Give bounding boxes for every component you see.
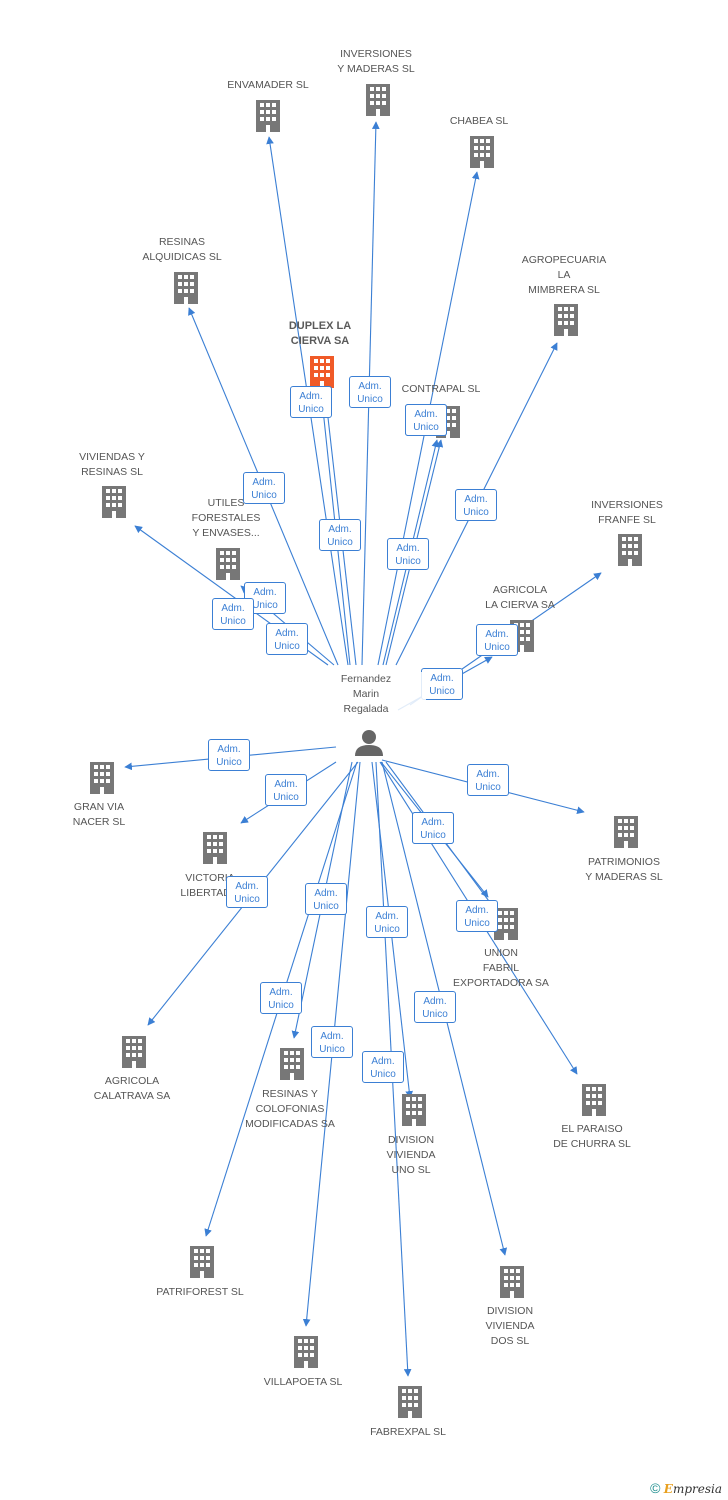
- company-label-agricola-cierva[interactable]: AGRICOLA LA CIERVA SA: [485, 584, 555, 611]
- building-icon[interactable]: [402, 1094, 426, 1126]
- building-icon[interactable]: [280, 1048, 304, 1080]
- edge-role-badge[interactable]: Adm. Unico: [212, 598, 254, 630]
- edge-role-badge[interactable]: Adm. Unico: [362, 1051, 404, 1083]
- edge-role-badge[interactable]: Adm. Unico: [319, 519, 361, 551]
- edge-role-badge[interactable]: Adm. Unico: [387, 538, 429, 570]
- edge-role-badge[interactable]: Adm. Unico: [414, 991, 456, 1023]
- edge-role-badge[interactable]: Adm. Unico: [311, 1026, 353, 1058]
- edge-role-badge[interactable]: Adm. Unico: [266, 623, 308, 655]
- company-label-union-fabril[interactable]: UNION FABRIL EXPORTADORA SA: [453, 947, 549, 989]
- building-icon[interactable]: [102, 486, 126, 518]
- edge-role-badge[interactable]: Adm. Unico: [455, 489, 497, 521]
- company-label-division-dos[interactable]: DIVISION VIVIENDA DOS SL: [485, 1305, 535, 1347]
- building-icon[interactable]: [256, 100, 280, 132]
- copyright-symbol: ©: [650, 1480, 661, 1496]
- building-icon[interactable]: [90, 762, 114, 794]
- edge-role-badge[interactable]: Adm. Unico: [208, 739, 250, 771]
- edge-role-badge[interactable]: Adm. Unico: [467, 764, 509, 796]
- edge-role-badge[interactable]: Adm. Unico: [349, 376, 391, 408]
- brand-logo[interactable]: Empresia: [664, 1482, 722, 1496]
- building-icon[interactable]: [122, 1036, 146, 1068]
- edge-role-badge[interactable]: Adm. Unico: [412, 812, 454, 844]
- center-person-label[interactable]: Fernandez Marin Regalada: [306, 672, 426, 717]
- company-label-patrimonios[interactable]: PATRIMONIOS Y MADERAS SL: [585, 856, 663, 883]
- building-icon[interactable]: [190, 1246, 214, 1278]
- edge-role-badge[interactable]: Adm. Unico: [290, 386, 332, 418]
- company-label-chabea[interactable]: CHABEA SL: [449, 115, 509, 127]
- company-label-el-paraiso[interactable]: EL PARAISO DE CHURRA SL: [553, 1123, 631, 1150]
- edge-role-badge[interactable]: Adm. Unico: [226, 876, 268, 908]
- building-icon[interactable]: [500, 1266, 524, 1298]
- edge-role-badge[interactable]: Adm. Unico: [456, 900, 498, 932]
- edge-role-badge[interactable]: Adm. Unico: [405, 404, 447, 436]
- building-icon[interactable]: [614, 816, 638, 848]
- building-icon[interactable]: [216, 548, 240, 580]
- company-label-victoria[interactable]: VICTORIA LIBERTAD...: [180, 872, 240, 899]
- company-label-duplex[interactable]: DUPLEX LA CIERVA SA: [288, 320, 352, 347]
- building-icon[interactable]: [398, 1386, 422, 1418]
- company-label-inversiones-franfe[interactable]: INVERSIONES FRANFE SL: [591, 499, 663, 526]
- edge-role-badge[interactable]: Adm. Unico: [260, 982, 302, 1014]
- brand-rest: mpresia: [672, 1482, 722, 1496]
- company-label-resinas-colofonias[interactable]: RESINAS Y COLOFONIAS MODIFICADAS SA: [245, 1088, 335, 1130]
- company-label-agricola-calatrava[interactable]: AGRICOLA CALATRAVA SA: [93, 1075, 171, 1102]
- company-label-envamader[interactable]: ENVAMADER SL: [227, 79, 309, 91]
- company-label-inversiones-maderas[interactable]: INVERSIONES Y MADERAS SL: [337, 48, 415, 75]
- company-label-gran-via[interactable]: GRAN VIA NACER SL: [72, 801, 126, 828]
- building-icon[interactable]: [294, 1336, 318, 1368]
- company-label-resinas-alquidicas[interactable]: RESINAS ALQUIDICAS SL: [142, 236, 222, 263]
- person-icon: [355, 730, 383, 756]
- company-label-viviendas-resinas[interactable]: VIVIENDAS Y RESINAS SL: [79, 451, 145, 478]
- company-label-agropecuaria[interactable]: AGROPECUARIA LA MIMBRERA SL: [521, 254, 607, 296]
- edge-role-badge[interactable]: Adm. Unico: [366, 906, 408, 938]
- footer-brand: © Empresia: [650, 1480, 722, 1496]
- company-label-fabrexpal[interactable]: FABREXPAL SL: [370, 1426, 446, 1438]
- company-label-utiles[interactable]: UTILES FORESTALES Y ENVASES...: [191, 497, 261, 539]
- edge-role-badge[interactable]: Adm. Unico: [305, 883, 347, 915]
- company-label-villapoeta[interactable]: VILLAPOETA SL: [263, 1376, 343, 1388]
- edge-role-badge[interactable]: Adm. Unico: [243, 472, 285, 504]
- edge-role-badge[interactable]: Adm. Unico: [265, 774, 307, 806]
- building-icon[interactable]: [582, 1084, 606, 1116]
- building-icon[interactable]: [310, 356, 334, 388]
- brand-initial: E: [663, 1482, 673, 1496]
- building-icon[interactable]: [203, 832, 227, 864]
- building-icon[interactable]: [554, 304, 578, 336]
- edge-role-badge[interactable]: Adm. Unico: [476, 624, 518, 656]
- edge-role-badge[interactable]: Adm. Unico: [421, 668, 463, 700]
- company-label-patriforest[interactable]: PATRIFOREST SL: [156, 1286, 244, 1298]
- company-label-contrapal[interactable]: CONTRAPAL SL: [401, 383, 481, 395]
- building-icon[interactable]: [366, 84, 390, 116]
- building-icon[interactable]: [174, 272, 198, 304]
- company-label-division-uno[interactable]: DIVISION VIVIENDA UNO SL: [386, 1134, 436, 1176]
- building-icon[interactable]: [470, 136, 494, 168]
- building-icon[interactable]: [618, 534, 642, 566]
